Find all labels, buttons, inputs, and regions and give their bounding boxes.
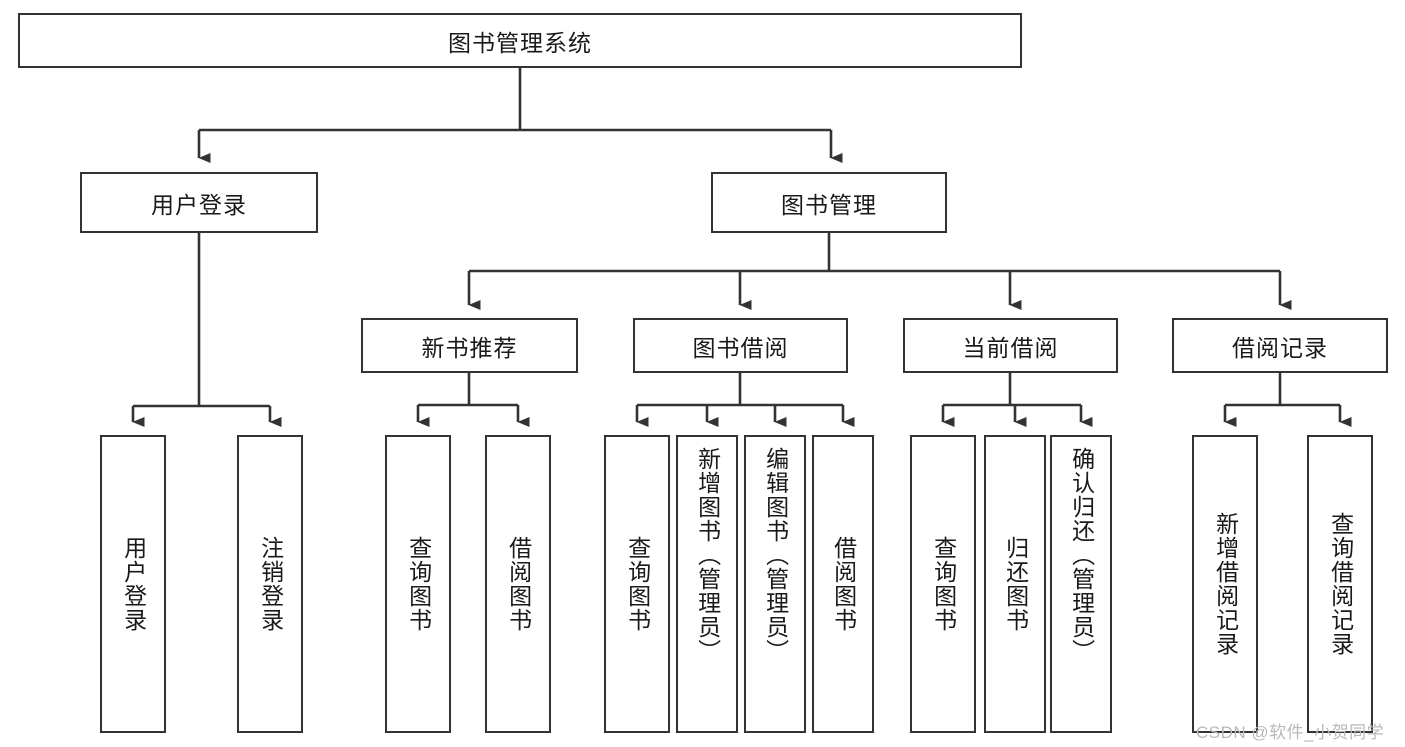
- node-current-borrow[interactable]: 当前借阅: [903, 318, 1118, 373]
- node-user-login-label: 用户登录: [151, 191, 247, 218]
- node-leaf-add-book-label: 新增图书（管理员）: [694, 447, 721, 663]
- node-leaf-query-book-3-label: 查询图书: [930, 536, 957, 632]
- csdn-watermark: CSDN @软件_小贺同学: [1196, 723, 1385, 742]
- node-leaf-return-book[interactable]: 归还图书: [984, 435, 1046, 733]
- node-leaf-query-record[interactable]: 查询借阅记录: [1307, 435, 1373, 733]
- node-book-borrow-label: 图书借阅: [692, 334, 789, 361]
- node-leaf-query-book-1[interactable]: 查询图书: [385, 435, 451, 733]
- node-leaf-user-login-label: 用户登录: [120, 536, 147, 632]
- node-leaf-confirm-return[interactable]: 确认归还（管理员）: [1050, 435, 1112, 733]
- node-leaf-add-record[interactable]: 新增借阅记录: [1192, 435, 1258, 733]
- node-leaf-borrow-book-2[interactable]: 借阅图书: [812, 435, 874, 733]
- node-borrow-record[interactable]: 借阅记录: [1172, 318, 1388, 373]
- node-leaf-add-book[interactable]: 新增图书（管理员）: [676, 435, 738, 733]
- node-leaf-logout-label: 注销登录: [257, 536, 284, 632]
- node-root-label: 图书管理系统: [448, 29, 592, 56]
- node-leaf-logout[interactable]: 注销登录: [237, 435, 303, 733]
- node-leaf-edit-book[interactable]: 编辑图书（管理员）: [744, 435, 806, 733]
- node-leaf-query-record-label: 查询借阅记录: [1327, 512, 1354, 656]
- node-leaf-return-book-label: 归还图书: [1002, 536, 1029, 632]
- node-leaf-confirm-return-label: 确认归还（管理员）: [1068, 447, 1095, 663]
- node-leaf-query-book-2-label: 查询图书: [624, 536, 651, 632]
- node-new-book-recommend[interactable]: 新书推荐: [361, 318, 578, 373]
- node-leaf-query-book-1-label: 查询图书: [405, 536, 432, 632]
- node-leaf-user-login[interactable]: 用户登录: [100, 435, 166, 733]
- node-book-borrow[interactable]: 图书借阅: [633, 318, 848, 373]
- node-borrow-record-label: 借阅记录: [1232, 334, 1328, 361]
- node-leaf-edit-book-label: 编辑图书（管理员）: [762, 447, 789, 663]
- node-leaf-borrow-book-1[interactable]: 借阅图书: [485, 435, 551, 733]
- node-root[interactable]: 图书管理系统: [18, 13, 1022, 68]
- node-book-manage[interactable]: 图书管理: [711, 172, 947, 233]
- node-new-book-recommend-label: 新书推荐: [421, 334, 518, 361]
- node-leaf-query-book-3[interactable]: 查询图书: [910, 435, 976, 733]
- node-user-login[interactable]: 用户登录: [80, 172, 318, 233]
- node-current-borrow-label: 当前借阅: [962, 334, 1059, 361]
- node-leaf-query-book-2[interactable]: 查询图书: [604, 435, 670, 733]
- node-leaf-borrow-book-2-label: 借阅图书: [830, 536, 857, 632]
- node-leaf-add-record-label: 新增借阅记录: [1212, 512, 1239, 656]
- node-book-manage-label: 图书管理: [781, 191, 877, 218]
- node-leaf-borrow-book-1-label: 借阅图书: [505, 536, 532, 632]
